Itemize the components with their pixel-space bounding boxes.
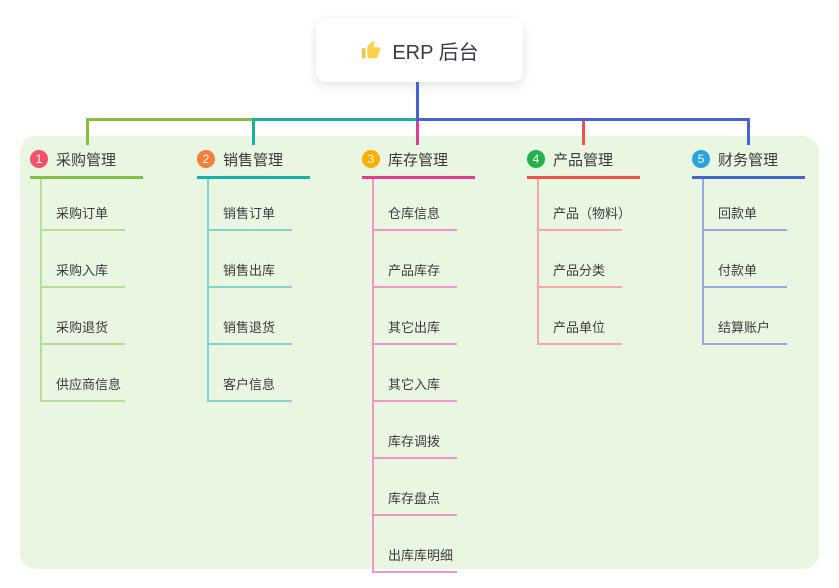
child-node[interactable]: 产品分类 <box>539 231 622 288</box>
child-node-label: 采购入库 <box>56 263 109 278</box>
branch-underline <box>362 176 475 179</box>
root-node-label: ERP 后台 <box>392 41 479 64</box>
branch-1: 1 采购管理采购订单采购入库采购退货供应商信息 <box>30 146 143 402</box>
child-node[interactable]: 客户信息 <box>209 345 292 402</box>
connector-bus-green <box>86 118 254 121</box>
branch-title-node[interactable]: 3 库存管理 <box>362 146 475 172</box>
branch-title-label: 库存管理 <box>388 151 449 169</box>
child-node-label: 产品单位 <box>553 320 606 335</box>
mindmap-canvas <box>20 136 819 569</box>
branch-children: 仓库信息产品库存其它出库其它入库库存调拨库存盘点出库库明细 <box>372 179 475 573</box>
branch-underline <box>197 176 310 179</box>
child-node-label: 采购退货 <box>56 320 109 335</box>
connector-drop-branch-4 <box>582 120 585 145</box>
child-node-label: 供应商信息 <box>56 377 122 392</box>
branch-underline <box>30 176 143 179</box>
child-node[interactable]: 产品库存 <box>374 231 457 288</box>
child-node[interactable]: 产品单位 <box>539 288 622 345</box>
branch-underline <box>527 176 640 179</box>
branch-title-node[interactable]: 1 采购管理 <box>30 146 143 172</box>
child-node-label: 仓库信息 <box>388 206 441 221</box>
child-node[interactable]: 付款单 <box>704 231 787 288</box>
child-node[interactable]: 供应商信息 <box>42 345 125 402</box>
child-node[interactable]: 采购退货 <box>42 288 125 345</box>
thumbs-up-icon <box>360 39 382 61</box>
child-node-label: 付款单 <box>718 263 758 278</box>
branch-3: 3 库存管理仓库信息产品库存其它出库其它入库库存调拨库存盘点出库库明细 <box>362 146 475 573</box>
branch-4: 4 产品管理产品（物料） 产品分类产品单位 <box>527 146 640 345</box>
branch-number-badge: 5 <box>692 150 710 168</box>
child-node-label: 其它出库 <box>388 320 441 335</box>
child-node-label: 产品分类 <box>553 263 606 278</box>
child-node-label: 销售出库 <box>223 263 276 278</box>
connector-drop-branch-5 <box>747 120 750 145</box>
child-node-label: 回款单 <box>718 206 758 221</box>
root-node-erp[interactable]: ERP 后台 <box>316 18 523 82</box>
branch-title-label: 产品管理 <box>553 151 614 169</box>
child-node-label: 出库库明细 <box>388 548 454 563</box>
child-node-label: 产品（物料） <box>553 206 632 221</box>
child-node-label: 销售订单 <box>223 206 276 221</box>
branch-number-badge: 3 <box>362 150 380 168</box>
child-node-label: 产品库存 <box>388 263 441 278</box>
child-node[interactable]: 仓库信息 <box>374 179 457 231</box>
child-node[interactable]: 采购入库 <box>42 231 125 288</box>
branch-2: 2 销售管理销售订单销售出库销售退货客户信息 <box>197 146 310 402</box>
connector-drop-branch-1 <box>86 120 89 145</box>
child-node[interactable]: 其它出库 <box>374 288 457 345</box>
branch-children: 采购订单采购入库采购退货供应商信息 <box>40 179 143 402</box>
child-node[interactable]: 采购订单 <box>42 179 125 231</box>
child-node[interactable]: 库存盘点 <box>374 459 457 516</box>
connector-drop-branch-2 <box>252 120 255 145</box>
branch-title-label: 采购管理 <box>56 151 117 169</box>
child-node-label: 客户信息 <box>223 377 276 392</box>
branch-underline <box>692 176 805 179</box>
branch-title-node[interactable]: 4 产品管理 <box>527 146 640 172</box>
child-node[interactable]: 结算账户 <box>704 288 787 345</box>
branch-5: 5 财务管理回款单付款单结算账户 <box>692 146 805 345</box>
child-node-label: 其它入库 <box>388 377 441 392</box>
child-node[interactable]: 出库库明细 <box>374 516 457 573</box>
child-node[interactable]: 其它入库 <box>374 345 457 402</box>
branch-number-badge: 1 <box>30 150 48 168</box>
child-node[interactable]: 销售出库 <box>209 231 292 288</box>
child-node[interactable]: 销售订单 <box>209 179 292 231</box>
branch-number-badge: 4 <box>527 150 545 168</box>
child-node-label: 库存调拨 <box>388 434 441 449</box>
branch-title-label: 财务管理 <box>718 151 779 169</box>
branch-title-node[interactable]: 5 财务管理 <box>692 146 805 172</box>
branch-children: 产品（物料） 产品分类产品单位 <box>537 179 640 345</box>
child-node[interactable]: 产品（物料） <box>539 179 631 231</box>
branch-children: 回款单付款单结算账户 <box>702 179 805 345</box>
connector-drop-branch-3 <box>416 120 419 145</box>
branch-title-label: 销售管理 <box>223 151 284 169</box>
child-node[interactable]: 库存调拨 <box>374 402 457 459</box>
connector-bus-teal <box>252 118 418 121</box>
child-node-label: 采购订单 <box>56 206 109 221</box>
branch-number-badge: 2 <box>197 150 215 168</box>
child-node[interactable]: 回款单 <box>704 179 787 231</box>
connector-root-drop <box>416 82 419 121</box>
branch-title-node[interactable]: 2 销售管理 <box>197 146 310 172</box>
child-node-label: 库存盘点 <box>388 491 441 506</box>
child-node[interactable]: 销售退货 <box>209 288 292 345</box>
child-node-label: 结算账户 <box>718 320 771 335</box>
branch-children: 销售订单销售出库销售退货客户信息 <box>207 179 310 402</box>
connector-bus-blue <box>417 118 750 121</box>
child-node-label: 销售退货 <box>223 320 276 335</box>
